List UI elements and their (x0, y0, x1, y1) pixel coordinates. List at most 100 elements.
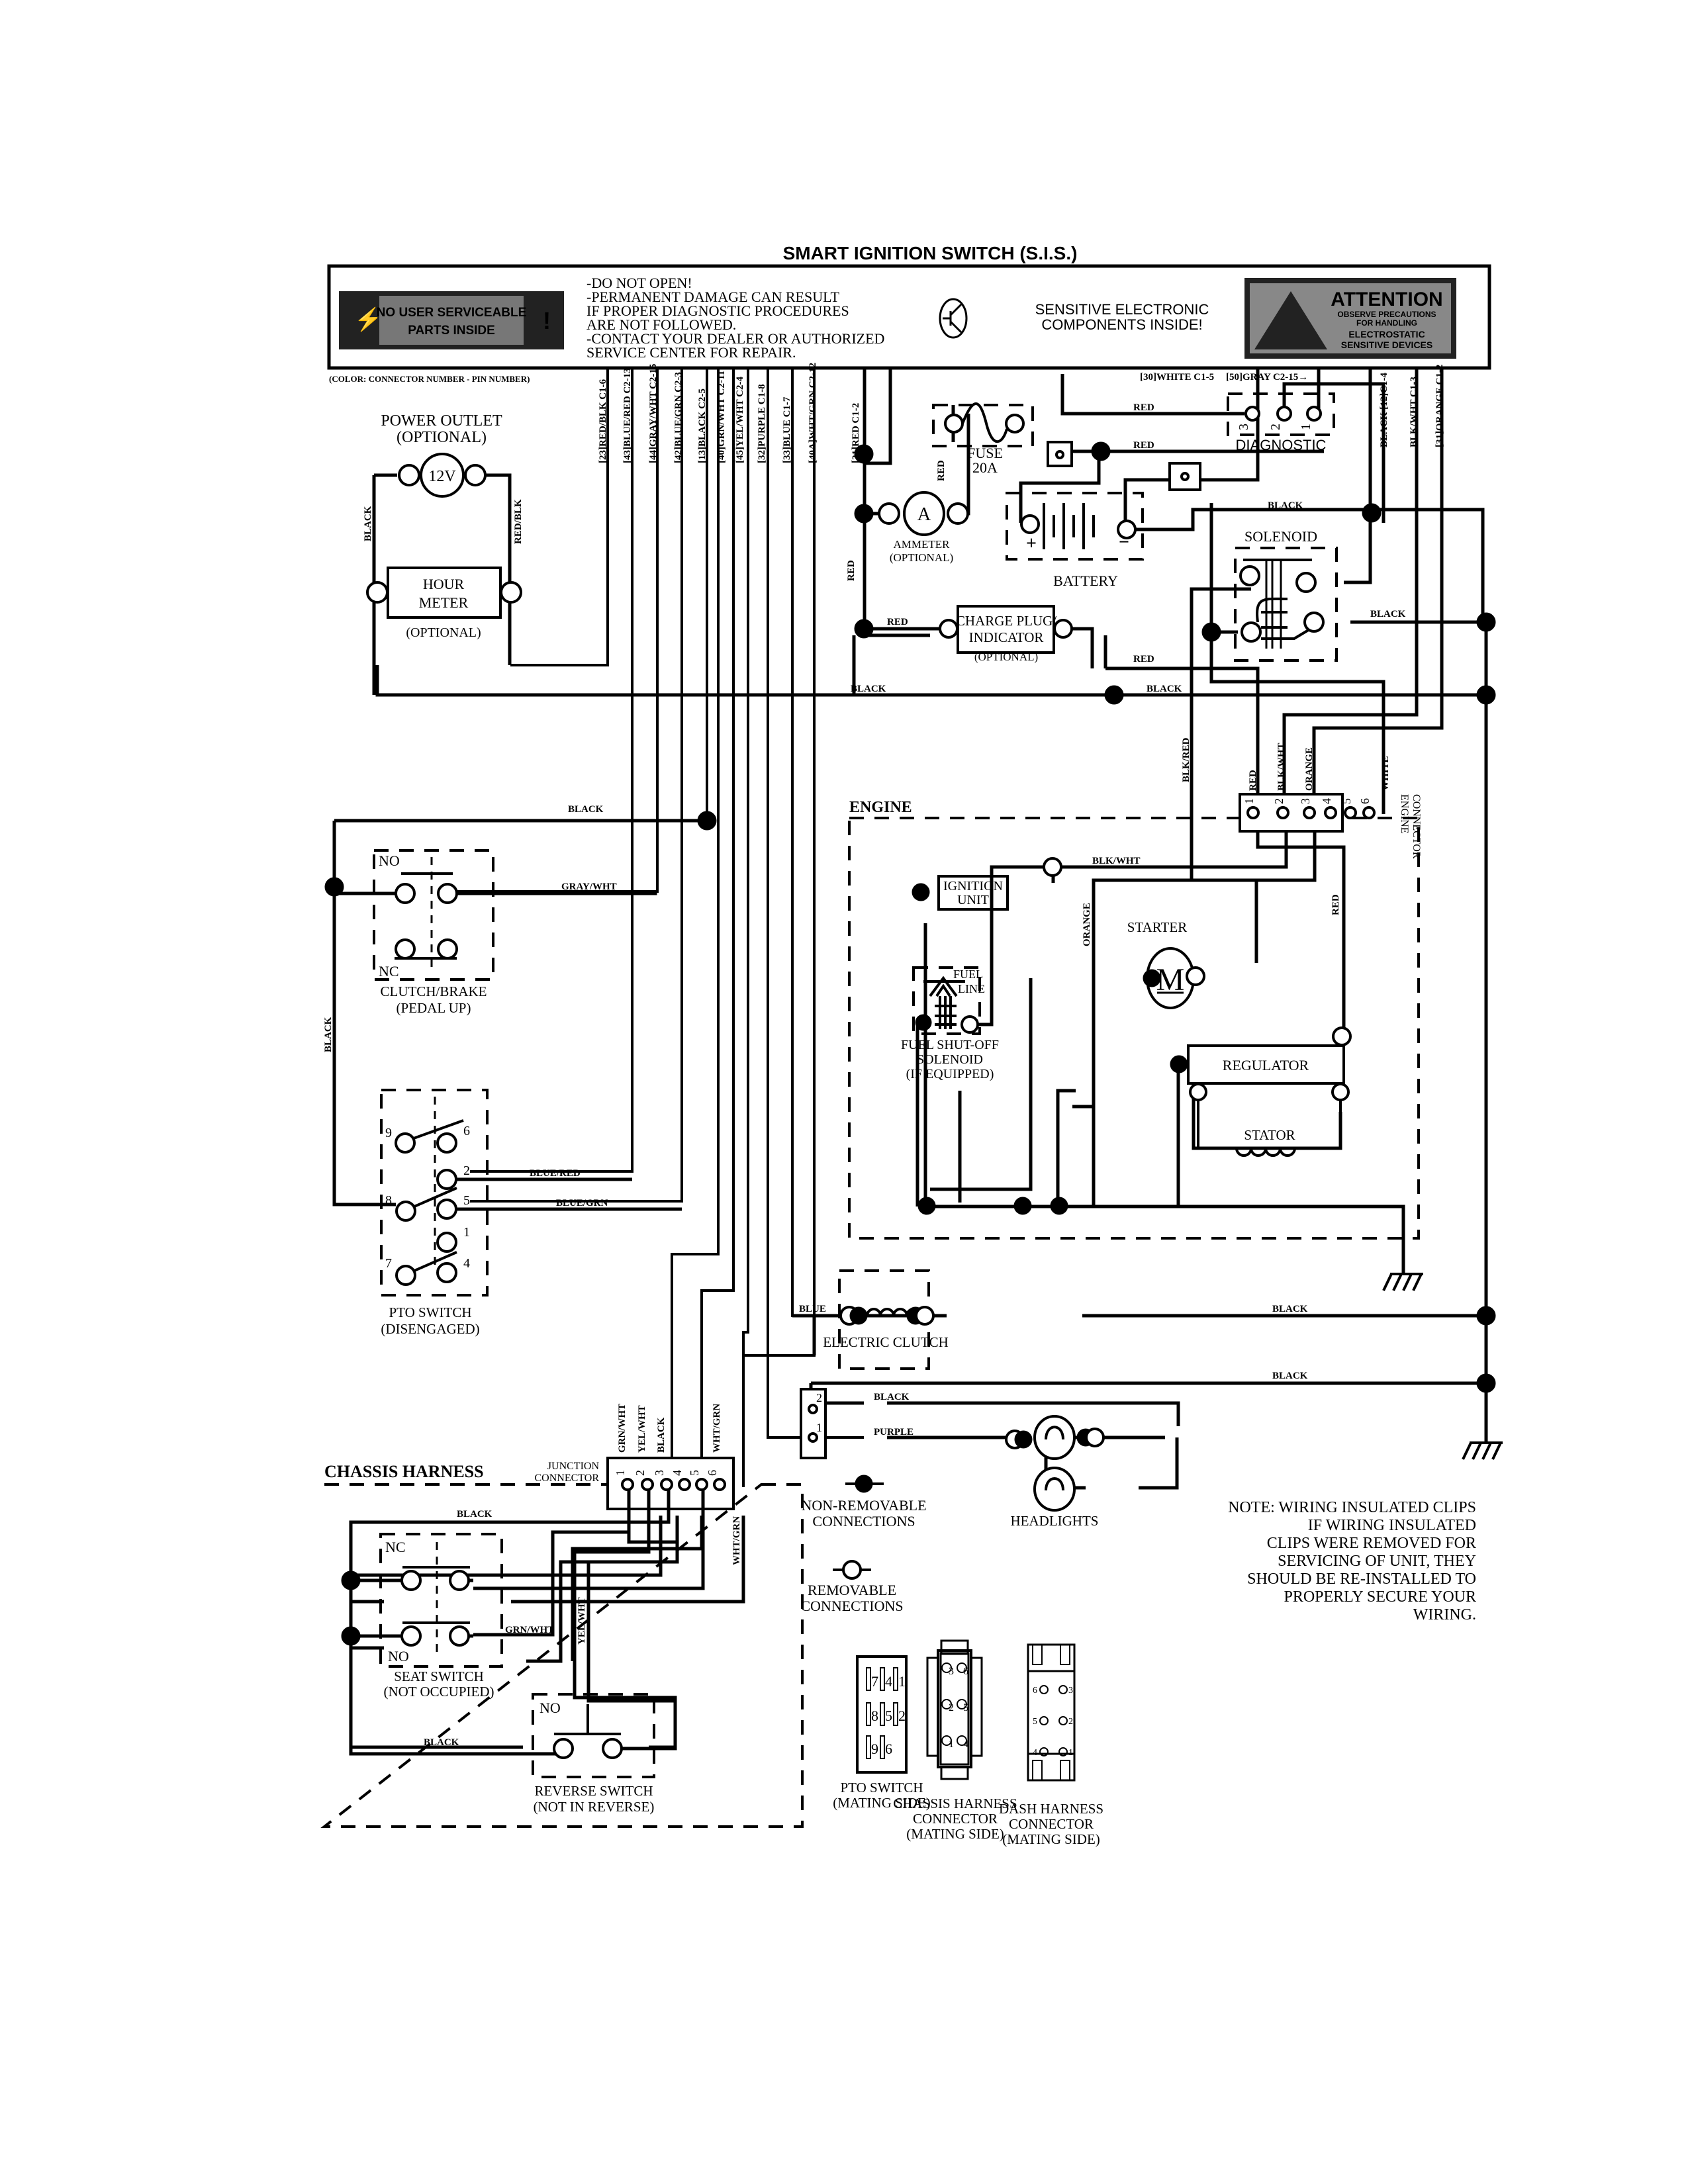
pto-switch-mating-connector: 7 4 1 8 5 2 9 6 PTO SWITCH (MATING SIDE) (833, 1655, 931, 1811)
power-outlet-value: 12V (428, 468, 456, 485)
pto-pin: 9 (385, 1126, 392, 1140)
junction-pin: 3 (653, 1470, 666, 1476)
diagnostic-label: DIAGNOSTIC (1236, 437, 1327, 453)
sensitive-line2: COMPONENTS INSIDE! (1041, 316, 1202, 333)
clutch-brake-switch: NO NC CLUTCH/BRAKE (PEDAL UP) (373, 849, 494, 1016)
solenoid-label: SOLENOID (1244, 528, 1317, 545)
switch-nc-label: NC (379, 963, 399, 979)
chassis-harness: CHASSIS HARNESS JUNCTION CONNECTOR 1 2 3… (320, 1457, 804, 1828)
pto-pin: 5 (463, 1193, 470, 1208)
wire-label: BLACK (874, 1392, 910, 1402)
fuel-solenoid-label: SOLENOID (917, 1052, 983, 1067)
sis-wire-label-white: [30]WHITE C1-5 (1140, 372, 1214, 383)
badge-line2: PARTS INSIDE (408, 324, 495, 338)
wire-label: BLACK (1272, 1304, 1308, 1314)
electric-clutch: ELECTRIC CLUTCH (823, 1269, 949, 1370)
sis-wire-label-orange: [31]ORANGE C1-2 (1434, 365, 1445, 447)
fuse-label: FUSE (967, 445, 1003, 461)
stator: STATOR (1197, 1100, 1342, 1157)
connector-pin: 2 (898, 1707, 906, 1724)
charge-plug-label: CHARGE PLUG/ (956, 613, 1056, 629)
engine-connector: 1 2 3 4 5 6 ENGINE CONNECTOR (1239, 793, 1422, 859)
connector-pin: 2 (949, 1702, 954, 1713)
engine-pin: 3 (1299, 798, 1312, 804)
connector-pin: 4 (963, 1739, 968, 1750)
sensitive-line1: SENSITIVE ELECTRONIC (1035, 301, 1209, 318)
sis-wire-labels: [23]RED/BLK C1-6 [43]BLUE/RED C2-13 [44]… (598, 363, 861, 463)
wire-label: RED (887, 617, 908, 627)
legend-label: NON-REMOVABLE (801, 1497, 926, 1514)
power-outlet-sub: (OPTIONAL) (397, 429, 487, 446)
note-line: NOTE: WIRING INSULATED CLIPS (1228, 1499, 1476, 1516)
wire-label: RED (1133, 440, 1154, 451)
connector-label: (MATING SIDE) (833, 1795, 931, 1811)
connector-pin: 2 (1068, 1717, 1073, 1727)
switch-no-label: NO (388, 1648, 409, 1664)
wire-label: YEL/WHT (637, 1405, 647, 1453)
pto-switch-label: PTO SWITCH (389, 1304, 471, 1320)
seat-switch-label: (NOT OCCUPIED) (383, 1684, 494, 1700)
chassis-harness-mating-connector: 3 6 2 5 1 4 CHASSIS HARNESS CONNECTOR (M… (893, 1639, 1017, 1842)
wire-label: RED (1133, 402, 1154, 413)
sis-wire-label: [13]BLACK C2-5 (697, 388, 708, 463)
wire-label: RED (846, 560, 857, 581)
connector-pin: 6 (1033, 1686, 1037, 1696)
ignition-unit-label: UNIT (957, 893, 989, 907)
engine-pin: 1 (1243, 798, 1256, 804)
ground-symbol-icon (1382, 1273, 1423, 1291)
fuse-20a: FUSE 20A (932, 402, 1034, 476)
headlight-pin: 1 (816, 1421, 822, 1434)
junction-pin: 6 (706, 1470, 719, 1476)
wire-label: WHT/GRN (712, 1404, 722, 1453)
headlight-pin: 2 (816, 1391, 822, 1404)
ammeter: A AMMETER (OPTIONAL) (878, 491, 969, 564)
reverse-switch-label: REVERSE SWITCH (534, 1783, 653, 1799)
hour-meter-label: HOUR (423, 576, 465, 592)
switch-no-label: NO (379, 852, 400, 869)
connector-pin: 5 (885, 1707, 892, 1724)
wire-label: RED (1133, 654, 1154, 664)
wire-label: GRN/WHT (505, 1625, 554, 1635)
connector-pin: 1 (949, 1739, 954, 1750)
sis-module-box (327, 264, 1491, 370)
wire-label: YEL/WHT (577, 1597, 587, 1645)
attention-line: ELECTROSTATIC (1348, 329, 1425, 340)
no-user-serviceable-badge: ⚡ NO USER SERVICEABLE PARTS INSIDE ! (339, 291, 564, 349)
stator-label: STATOR (1244, 1127, 1295, 1143)
diag-pin: 3 (1237, 424, 1251, 430)
connector-label: PTO SWITCH (840, 1780, 923, 1796)
sis-wire-label: [23]RED/BLK C1-6 (598, 379, 608, 463)
wire-label: RED/BLK (513, 499, 524, 544)
engine-pin: 2 (1272, 798, 1286, 804)
connector-pin: 4 (1033, 1748, 1037, 1758)
wire-label: WHITE (1380, 756, 1391, 791)
wire-label: BLACK (1147, 684, 1182, 694)
starter-motor: STARTER M (1127, 919, 1205, 1009)
fuel-line-label: LINE (958, 982, 985, 995)
note-line: SHOULD BE RE-INSTALLED TO (1247, 1570, 1476, 1588)
connector-pin: 6 (963, 1666, 968, 1677)
pto-pin: 4 (463, 1256, 470, 1271)
diag-pin: 2 (1268, 424, 1283, 430)
engine-pin: 5 (1340, 798, 1353, 804)
warning-text: -DO NOT OPEN! -PERMANENT DAMAGE CAN RESU… (586, 275, 884, 361)
connector-pin: 3 (1068, 1686, 1073, 1696)
attention-esd-badge: ATTENTION OBSERVE PRECAUTIONS FOR HANDLI… (1244, 278, 1456, 359)
ground-symbol-icon (1462, 1441, 1503, 1460)
power-outlet-title: POWER OUTLET (381, 412, 502, 430)
connector-pin: 3 (949, 1666, 954, 1677)
wire-label: BLACK (323, 1017, 334, 1052)
wire-label: BLUE/GRN (556, 1198, 608, 1208)
battery-plus-icon: + (1026, 533, 1037, 554)
note-line: IF WIRING INSULATED (1308, 1517, 1476, 1534)
ammeter-symbol: A (917, 504, 931, 525)
ignition-unit-label: IGNITION (943, 879, 1003, 893)
warning-line: ARE NOT FOLLOWED. (586, 316, 736, 333)
transistor-icon (939, 298, 968, 339)
pto-pin: 8 (385, 1193, 392, 1208)
note-line: SERVICING OF UNIT, THEY (1278, 1553, 1476, 1570)
connector-label: (MATING SIDE) (906, 1826, 1004, 1842)
warning-line: IF PROPER DIAGNOSTIC PROCEDURES (586, 302, 849, 319)
wire-label: RED (936, 460, 947, 481)
